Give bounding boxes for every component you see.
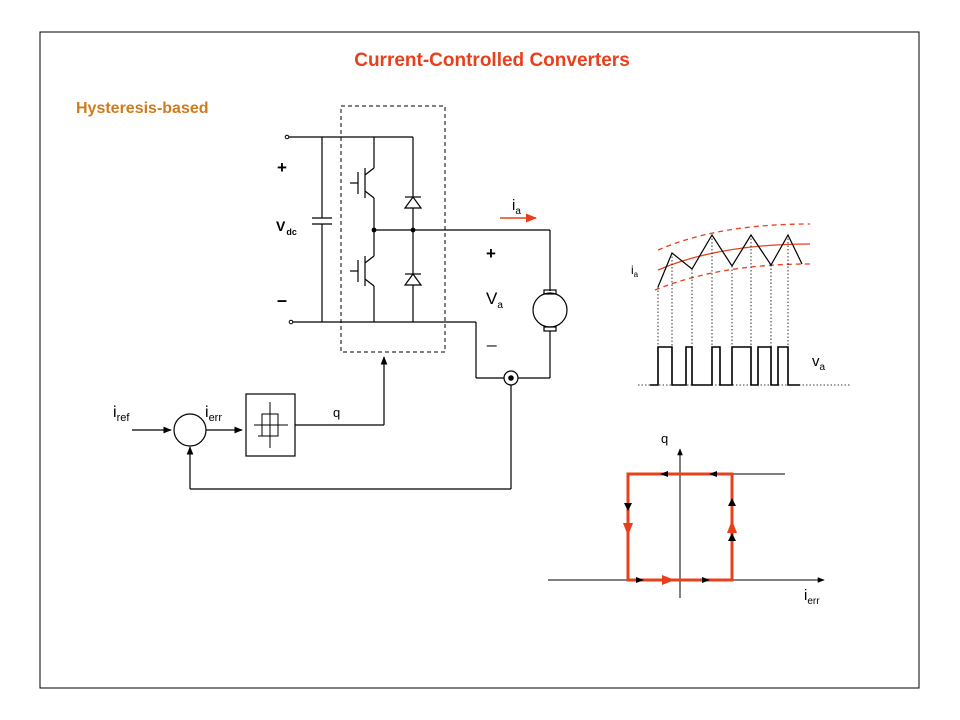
upper-band [657,223,811,251]
slide-frame [39,31,920,689]
ierr-label: ierr [205,404,222,424]
slide-title: Current-Controlled Converters [354,50,630,71]
slide-subtitle: Hysteresis-based [76,100,209,117]
switch-leg-boundary [340,105,446,353]
q-label: q [333,405,340,420]
output-node [410,227,416,233]
iref-label: iref [113,404,130,424]
current-waveform [638,223,850,386]
reference-current [657,243,811,271]
hysteresis-comparator [245,393,296,457]
dc-plus-label: + [277,158,287,177]
load-minus-label: _ [486,328,497,347]
ia-label: ia [512,197,521,217]
motor-load [532,289,568,332]
dc-minus-terminal [288,319,294,325]
inverter-circuit [132,105,568,490]
actual-current [657,233,803,288]
summing-junction [173,413,207,447]
lower-igbt [350,230,375,322]
dc-minus-label: – [277,290,287,310]
lower-diode [403,272,423,322]
dc-plus-terminal [284,134,290,140]
hysteresis-ierr-label: ierr [804,587,820,607]
current-sensor [503,370,519,386]
va-label: Va [486,289,503,311]
hysteresis-loop [548,448,825,598]
vdc-label: Vdc [276,218,297,237]
pwm-voltage [650,346,800,386]
dc-capacitor [312,137,332,322]
waveform-ia-label: ia [631,263,639,279]
waveform-va-label: va [812,353,826,373]
upper-diode [403,195,423,274]
hysteresis-q-label: q [661,431,668,446]
lower-band [654,263,811,291]
load-plus-label: + [486,244,496,263]
upper-igbt [350,137,375,230]
midpoint-node [371,227,377,233]
